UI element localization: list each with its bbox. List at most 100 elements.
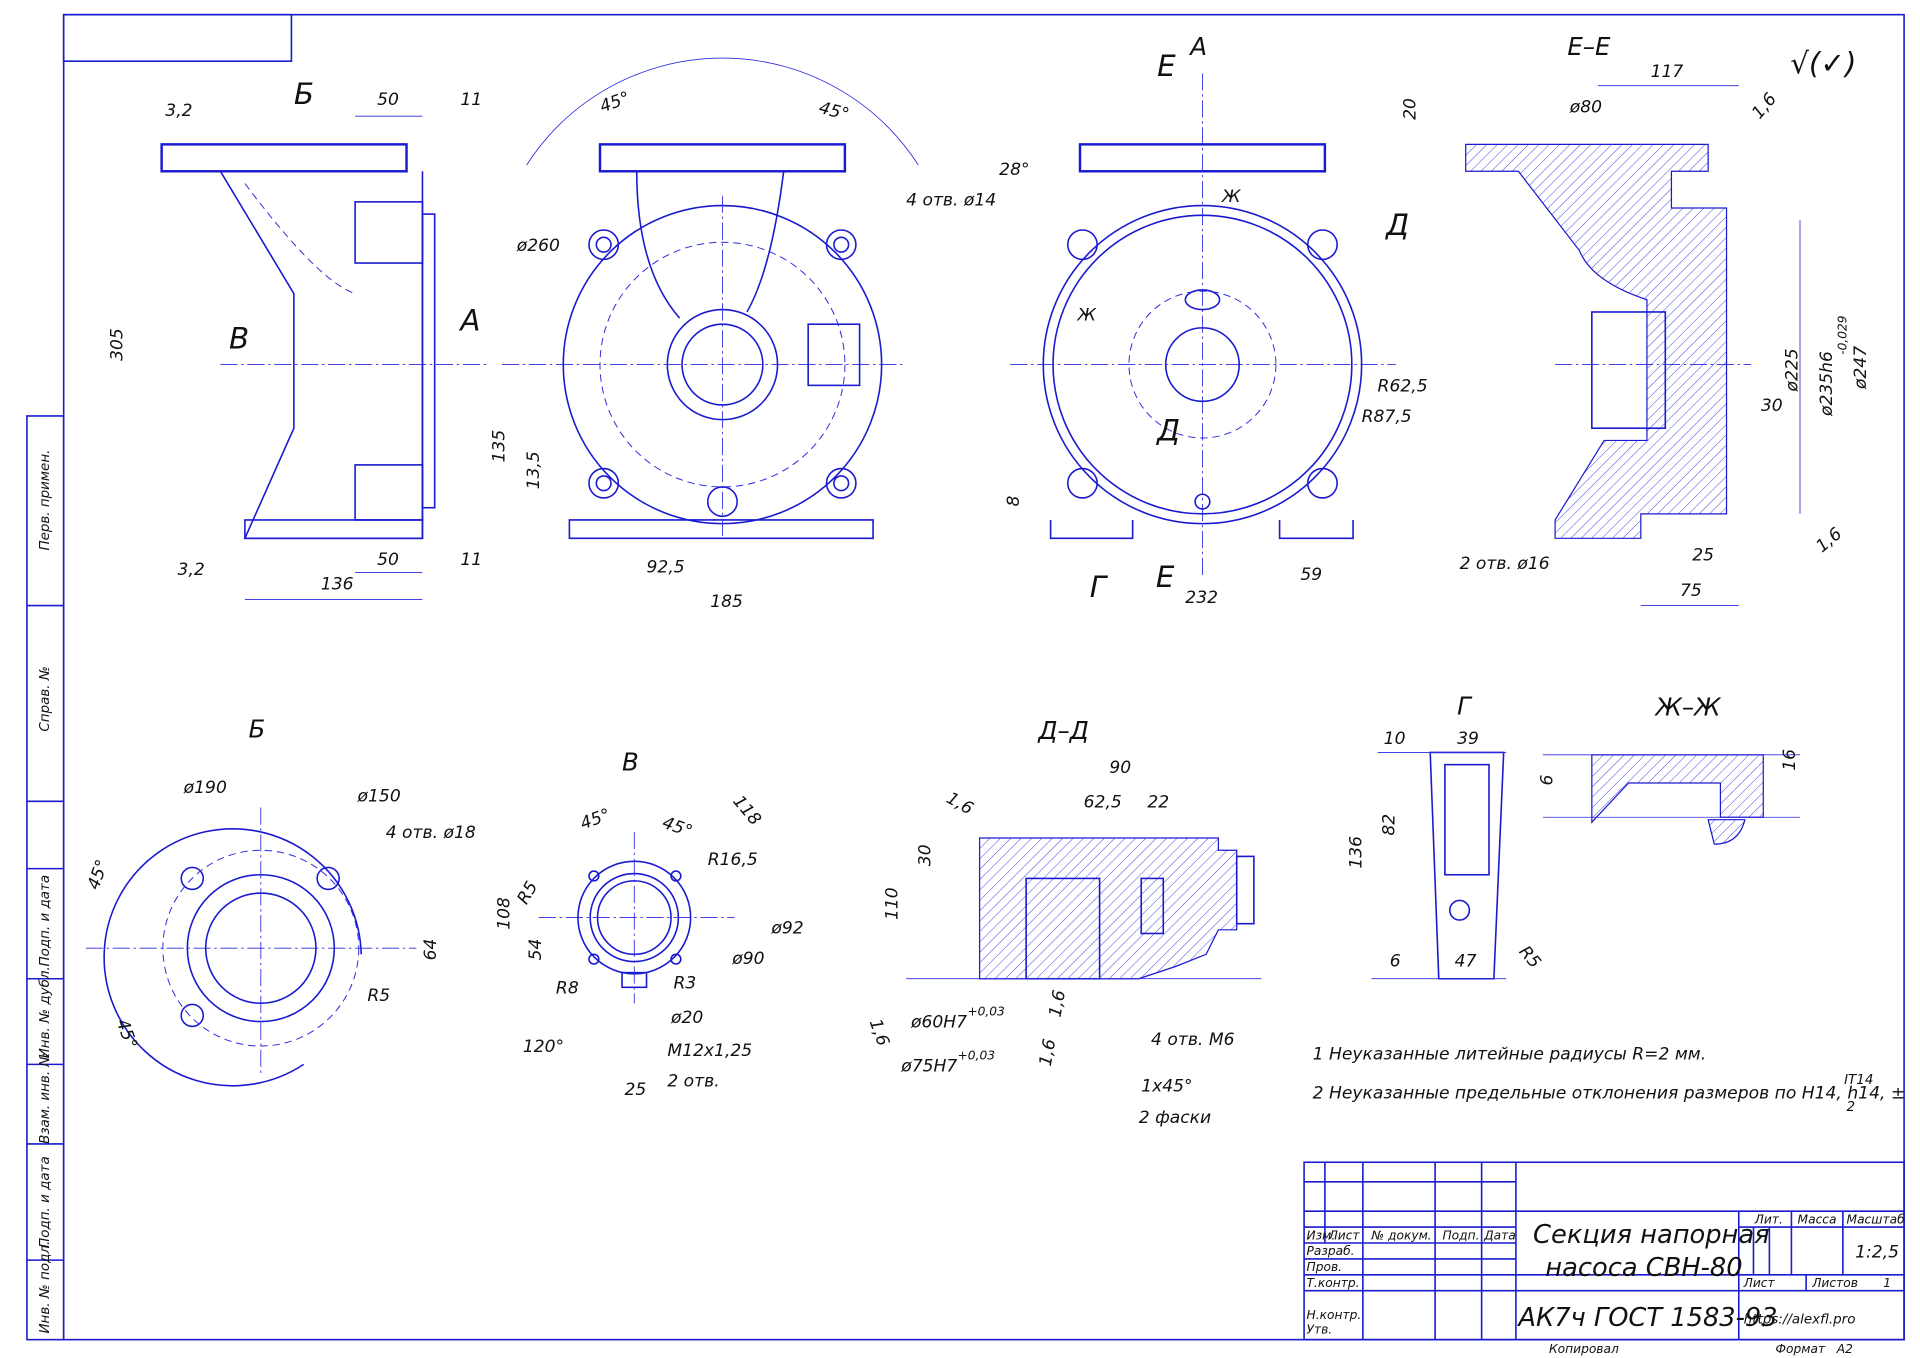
format-value: А2: [1836, 1342, 1853, 1356]
title-block-label: Дата: [1483, 1228, 1516, 1242]
dimension-label: Д: [1384, 208, 1409, 242]
dimension-label: 6: [1538, 774, 1558, 785]
dimension-label: 45°: [660, 813, 695, 842]
dimension-label: 1x45°: [1141, 1076, 1192, 1096]
dimension-label: Е: [1156, 560, 1175, 594]
title-block-label: Разраб.: [1307, 1244, 1355, 1258]
title-block-label: Лист: [1328, 1228, 1361, 1242]
dimension-label: ø260: [516, 236, 560, 256]
tolerance-h7-60: +0,03: [967, 1004, 1004, 1018]
title-block-label: Т.контр.: [1307, 1276, 1360, 1290]
dimension-label: 136: [321, 575, 354, 595]
dimension-label: R3: [673, 974, 696, 994]
side-strip-label: Подп. и дата: [38, 1156, 53, 1248]
side-strip-label: Справ. №: [38, 666, 53, 731]
dimension-label: 45°: [817, 98, 852, 125]
dimension-label: 11: [460, 550, 482, 570]
format-label: Формат: [1776, 1342, 1826, 1356]
title-block-label: № докум.: [1370, 1228, 1431, 1242]
view-v: [538, 831, 735, 1004]
dimension-label: Г: [1457, 691, 1473, 720]
dimension-label: Д–Д: [1037, 716, 1088, 745]
dimension-label: 28°: [999, 160, 1029, 180]
dimension-label: 120°: [523, 1037, 564, 1057]
dimension-label: 4 отв. ø14: [906, 191, 996, 211]
tolerance-h7-75: +0,03: [958, 1048, 995, 1062]
section-e-e-view: [1465, 85, 1801, 607]
title-block-label: Пров.: [1307, 1260, 1343, 1274]
dimension-label: 47: [1455, 952, 1477, 972]
dimension-label: 20: [1401, 98, 1421, 120]
dimension-label: 185: [710, 592, 743, 612]
title-block-label: Подп.: [1442, 1228, 1479, 1242]
dimension-label: Ж: [1221, 187, 1242, 207]
scale-value: 1:2,5: [1855, 1243, 1899, 1263]
dimension-label: 1,6: [1046, 988, 1070, 1018]
dimension-label: 11: [460, 90, 482, 110]
dimension-label: R8: [556, 978, 579, 998]
dimension-label: 22: [1147, 792, 1169, 812]
dimension-label: 2 фаски: [1139, 1108, 1211, 1128]
dimension-label: R87,5: [1362, 407, 1412, 427]
view-g: [1371, 751, 1507, 980]
dimension-label: 305: [107, 328, 127, 361]
dimension-label: ø90: [731, 949, 764, 969]
dimension-label: ø92: [770, 918, 803, 938]
dimension-label: ø60H7: [910, 1013, 967, 1033]
dimension-label: 30: [916, 844, 936, 866]
dimension-label: 118: [728, 792, 764, 830]
drawing-title: Секция напорная: [1533, 1220, 1770, 1250]
tolerance-h6: -0,029: [1836, 315, 1850, 355]
dimension-label: 59: [1300, 565, 1322, 585]
title-block-label: Лист: [1743, 1276, 1776, 1290]
title-block-label: Изм.: [1307, 1228, 1336, 1242]
dimension-label: 2 отв. ø16: [1460, 554, 1550, 574]
dimension-label: R62,5: [1378, 377, 1428, 397]
title-block-label: Листов: [1811, 1276, 1858, 1290]
side-strip-label: Подп. и дата: [38, 875, 53, 967]
dimension-label: ø150: [357, 786, 401, 806]
side-strip-label: Инв. № подл.: [38, 1241, 53, 1334]
dimension-label: В: [622, 748, 639, 777]
dimension-label: 136: [1347, 836, 1367, 869]
view-b: [85, 807, 417, 1087]
surface-roughness-symbol: √(✓): [1790, 46, 1856, 80]
dimension-label: R5: [514, 878, 543, 908]
dimension-label: 1,6: [1748, 89, 1781, 123]
dimension-label: 110: [883, 887, 903, 920]
dimension-label: ø225: [1783, 348, 1803, 392]
dimension-label: Е: [1157, 49, 1176, 83]
dimension-label: R5: [1515, 942, 1545, 972]
dimension-label: 2 отв.: [667, 1071, 719, 1091]
side-strip-label: Инв. № дубл.: [37, 966, 53, 1058]
note-fraction-denominator: 2: [1847, 1100, 1856, 1115]
title-block-label: Масса: [1798, 1212, 1837, 1226]
dimension-label: 108: [494, 897, 514, 930]
dimension-label: 3,2: [178, 560, 205, 580]
dimension-label: ø75H7: [900, 1057, 957, 1077]
dimension-label: 45°: [84, 857, 113, 892]
title-block-label: Н.контр.: [1307, 1308, 1362, 1322]
material-spec: АК7ч ГОСТ 1583-93: [1516, 1303, 1777, 1333]
dimension-label: А: [1188, 32, 1207, 61]
title-block-label: Утв.: [1307, 1323, 1333, 1337]
drawing-title: насоса СВН-80: [1545, 1253, 1742, 1283]
title-block-label: Масштаб: [1847, 1212, 1906, 1226]
dimension-label: 25: [1692, 545, 1714, 565]
side-strip-label: Взам. инв. №: [38, 1053, 53, 1144]
note-2: 2 Неуказанные предельные отклонения разм…: [1313, 1084, 1906, 1104]
dimension-label: 45°: [578, 805, 613, 834]
dimension-label: 45°: [112, 1016, 141, 1051]
side-strip-label: Перв. примен.: [38, 450, 53, 551]
dimension-label: Б: [249, 715, 266, 744]
dimension-label: 16: [1780, 749, 1800, 771]
dimension-label: 117: [1651, 62, 1684, 82]
note-1: 1 Неуказанные литейные радиусы R=2 мм.: [1313, 1044, 1707, 1064]
note-fraction-numerator: IT14: [1844, 1073, 1873, 1088]
dimension-label: 135: [489, 430, 509, 463]
dimension-label: 54: [526, 939, 546, 961]
dimension-label: В: [229, 322, 249, 356]
dimension-label: 10: [1384, 729, 1406, 749]
dimension-label: 4 отв. ø18: [386, 823, 476, 843]
